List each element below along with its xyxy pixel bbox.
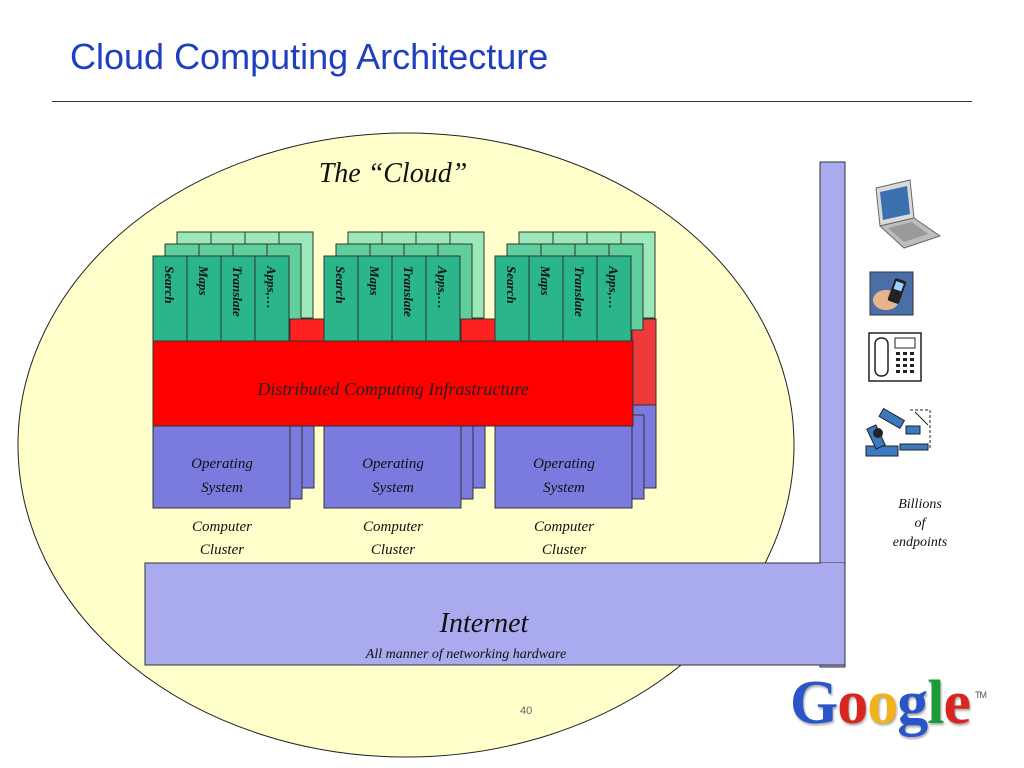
trademark-mark: TM — [975, 690, 987, 700]
dci-connector-2 — [460, 318, 496, 342]
service-label-1-2: Maps — [196, 265, 211, 296]
service-column-3-1 — [494, 255, 530, 342]
service-column-1-2 — [186, 255, 222, 342]
page-number: 40 — [520, 705, 533, 717]
endpoints-label-line1: Billions — [898, 497, 942, 512]
cluster-label-line1-3: Computer — [534, 519, 594, 535]
internet-joint — [821, 563, 844, 566]
google-logo: Google TM — [790, 669, 987, 737]
service-label-3-2: Maps — [538, 265, 553, 296]
title-divider — [52, 101, 972, 102]
os-label-line2-3: System — [543, 480, 585, 496]
service-label-1-4: Apps,… — [264, 265, 279, 309]
service-column-2-2 — [357, 255, 393, 342]
dci-label: Distributed Computing Infrastructure — [256, 379, 528, 399]
cluster-label-line1-2: Computer — [363, 519, 423, 535]
os-box-3 — [494, 425, 633, 509]
service-column-3-4 — [596, 255, 632, 342]
cluster-label-line2-3: Cluster — [542, 542, 586, 558]
os-label-line2-1: System — [201, 480, 243, 496]
service-column-3-2 — [528, 255, 564, 342]
cluster-label-line1-1: Computer — [192, 519, 252, 535]
internet-label: Internet — [439, 608, 530, 639]
service-column-2-1 — [323, 255, 359, 342]
internet-bar — [144, 562, 846, 666]
dci-layer-back-3 — [631, 318, 657, 406]
os-label-line2-2: System — [372, 480, 414, 496]
service-column-2-3 — [391, 255, 427, 342]
service-column-1-1 — [152, 255, 188, 342]
service-label-3-1: Search — [504, 266, 519, 304]
service-label-2-3: Translate — [401, 266, 416, 317]
service-label-1-3: Translate — [230, 266, 245, 317]
dci-bar — [152, 340, 634, 427]
os-box-2 — [323, 425, 462, 509]
os-label-line1-3: Operating — [533, 456, 595, 472]
service-column-1-4 — [254, 255, 290, 342]
page-title: Cloud Computing Architecture — [70, 36, 549, 77]
clusters-group: Search Maps Translate Apps,… OperatingSystem… — [152, 231, 657, 558]
service-column-2-4 — [425, 255, 461, 342]
endpoints-label-line3: endpoints — [893, 535, 948, 550]
laptop-icon — [875, 179, 942, 249]
cluster-label-line2-2: Cluster — [371, 542, 415, 558]
endpoints-label-line2: of — [915, 516, 928, 531]
service-label-3-3: Translate — [572, 266, 587, 317]
robot-arm-icon — [865, 407, 931, 457]
os-label-line1-2: Operating — [362, 456, 424, 472]
cloud-label: The “Cloud” — [319, 158, 468, 189]
cluster-label-line2-1: Cluster — [200, 542, 244, 558]
internet-sublabel: All manner of networking hardware — [365, 647, 566, 662]
service-label-2-2: Maps — [367, 265, 382, 296]
telephone-icon — [868, 332, 922, 382]
service-label-2-1: Search — [333, 266, 348, 304]
service-label-3-4: Apps,… — [606, 265, 621, 309]
service-label-1-1: Search — [162, 266, 177, 304]
os-label-line1-1: Operating — [191, 456, 253, 472]
service-label-2-4: Apps,… — [435, 265, 450, 309]
os-box-1 — [152, 425, 291, 509]
dci-connector-1 — [289, 318, 325, 342]
phone-in-hand-icon — [869, 271, 914, 316]
